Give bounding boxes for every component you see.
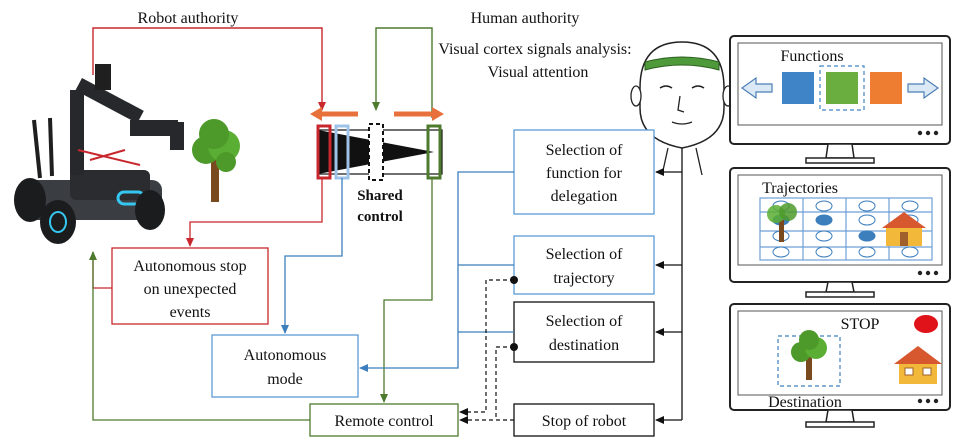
sel-destination-line1: Selection of [546, 313, 624, 330]
function-orange-square [870, 72, 902, 104]
arrow-right-icon [907, 76, 940, 100]
monitor-functions-title: Functions [780, 48, 843, 65]
robot-icon [14, 64, 184, 244]
blue-connector [281, 178, 343, 334]
blue-bus-connector [359, 171, 514, 372]
autonomous-mode-block [211, 334, 359, 398]
destination-tree-icon [791, 330, 827, 380]
trajectory-tree-icon [767, 203, 797, 242]
shared-label-line2: control [357, 209, 403, 225]
autonomous-stop-line2: on unexpected [144, 281, 237, 298]
red-return-connector [92, 252, 112, 289]
monitor-stop [729, 303, 951, 428]
robot-authority-arrow [92, 27, 326, 111]
sel-trajectory-line2: trajectory [553, 270, 614, 287]
red-connector [186, 178, 323, 247]
sel-function-line3: delegation [551, 188, 618, 205]
human-authority-arrow [372, 27, 433, 118]
dashed-destination-link [495, 346, 514, 420]
sel-function-line1: Selection of [546, 142, 624, 159]
remote-control-label: Remote control [334, 413, 434, 430]
head-icon [630, 41, 734, 176]
green-connector [380, 178, 433, 403]
monitor-functions [729, 35, 951, 164]
tree-icon [192, 119, 240, 202]
green-return-connector [89, 251, 310, 421]
monitor-trajectories-title: Trajectories [762, 180, 838, 197]
function-green-square [826, 72, 858, 104]
function-blue-square [782, 72, 814, 104]
monitor-stop-title: STOP [841, 316, 880, 333]
house-icon [894, 346, 942, 384]
stop-robot-label: Stop of robot [542, 413, 627, 430]
autonomous-stop-block [111, 247, 269, 325]
shared-label-line1: Shared [357, 188, 403, 204]
visual-attention-label: Visual attention [488, 64, 589, 81]
dashed-trajectory-link [459, 279, 514, 416]
remote-control-block [309, 403, 459, 437]
visual-cortex-label: Visual cortex signals analysis: [438, 41, 631, 58]
function-selection-frame [819, 65, 865, 111]
human-authority-label: Human authority [471, 10, 580, 27]
sel-trajectory-line1: Selection of [546, 246, 624, 263]
trajectory-house-icon [882, 212, 926, 246]
autonomous-stop-line3: events [170, 304, 211, 321]
selection-function-block [513, 129, 655, 215]
autonomous-mode-line1: Autonomous [244, 347, 327, 364]
shared-control-slider [310, 107, 444, 181]
stop-button-icon [914, 315, 938, 333]
autonomous-stop-line1: Autonomous stop [133, 258, 246, 275]
monitor-trajectories [729, 167, 951, 298]
monitor-destination-title: Destination [768, 394, 842, 411]
robot-authority-label: Robot authority [138, 10, 239, 27]
arrow-left-icon [740, 76, 773, 100]
selection-destination-block [513, 301, 655, 363]
sel-function-line2: function for [546, 165, 623, 182]
selection-trajectory-block [513, 235, 655, 295]
autonomous-mode-line2: mode [267, 371, 303, 388]
sel-destination-line2: destination [549, 337, 619, 354]
